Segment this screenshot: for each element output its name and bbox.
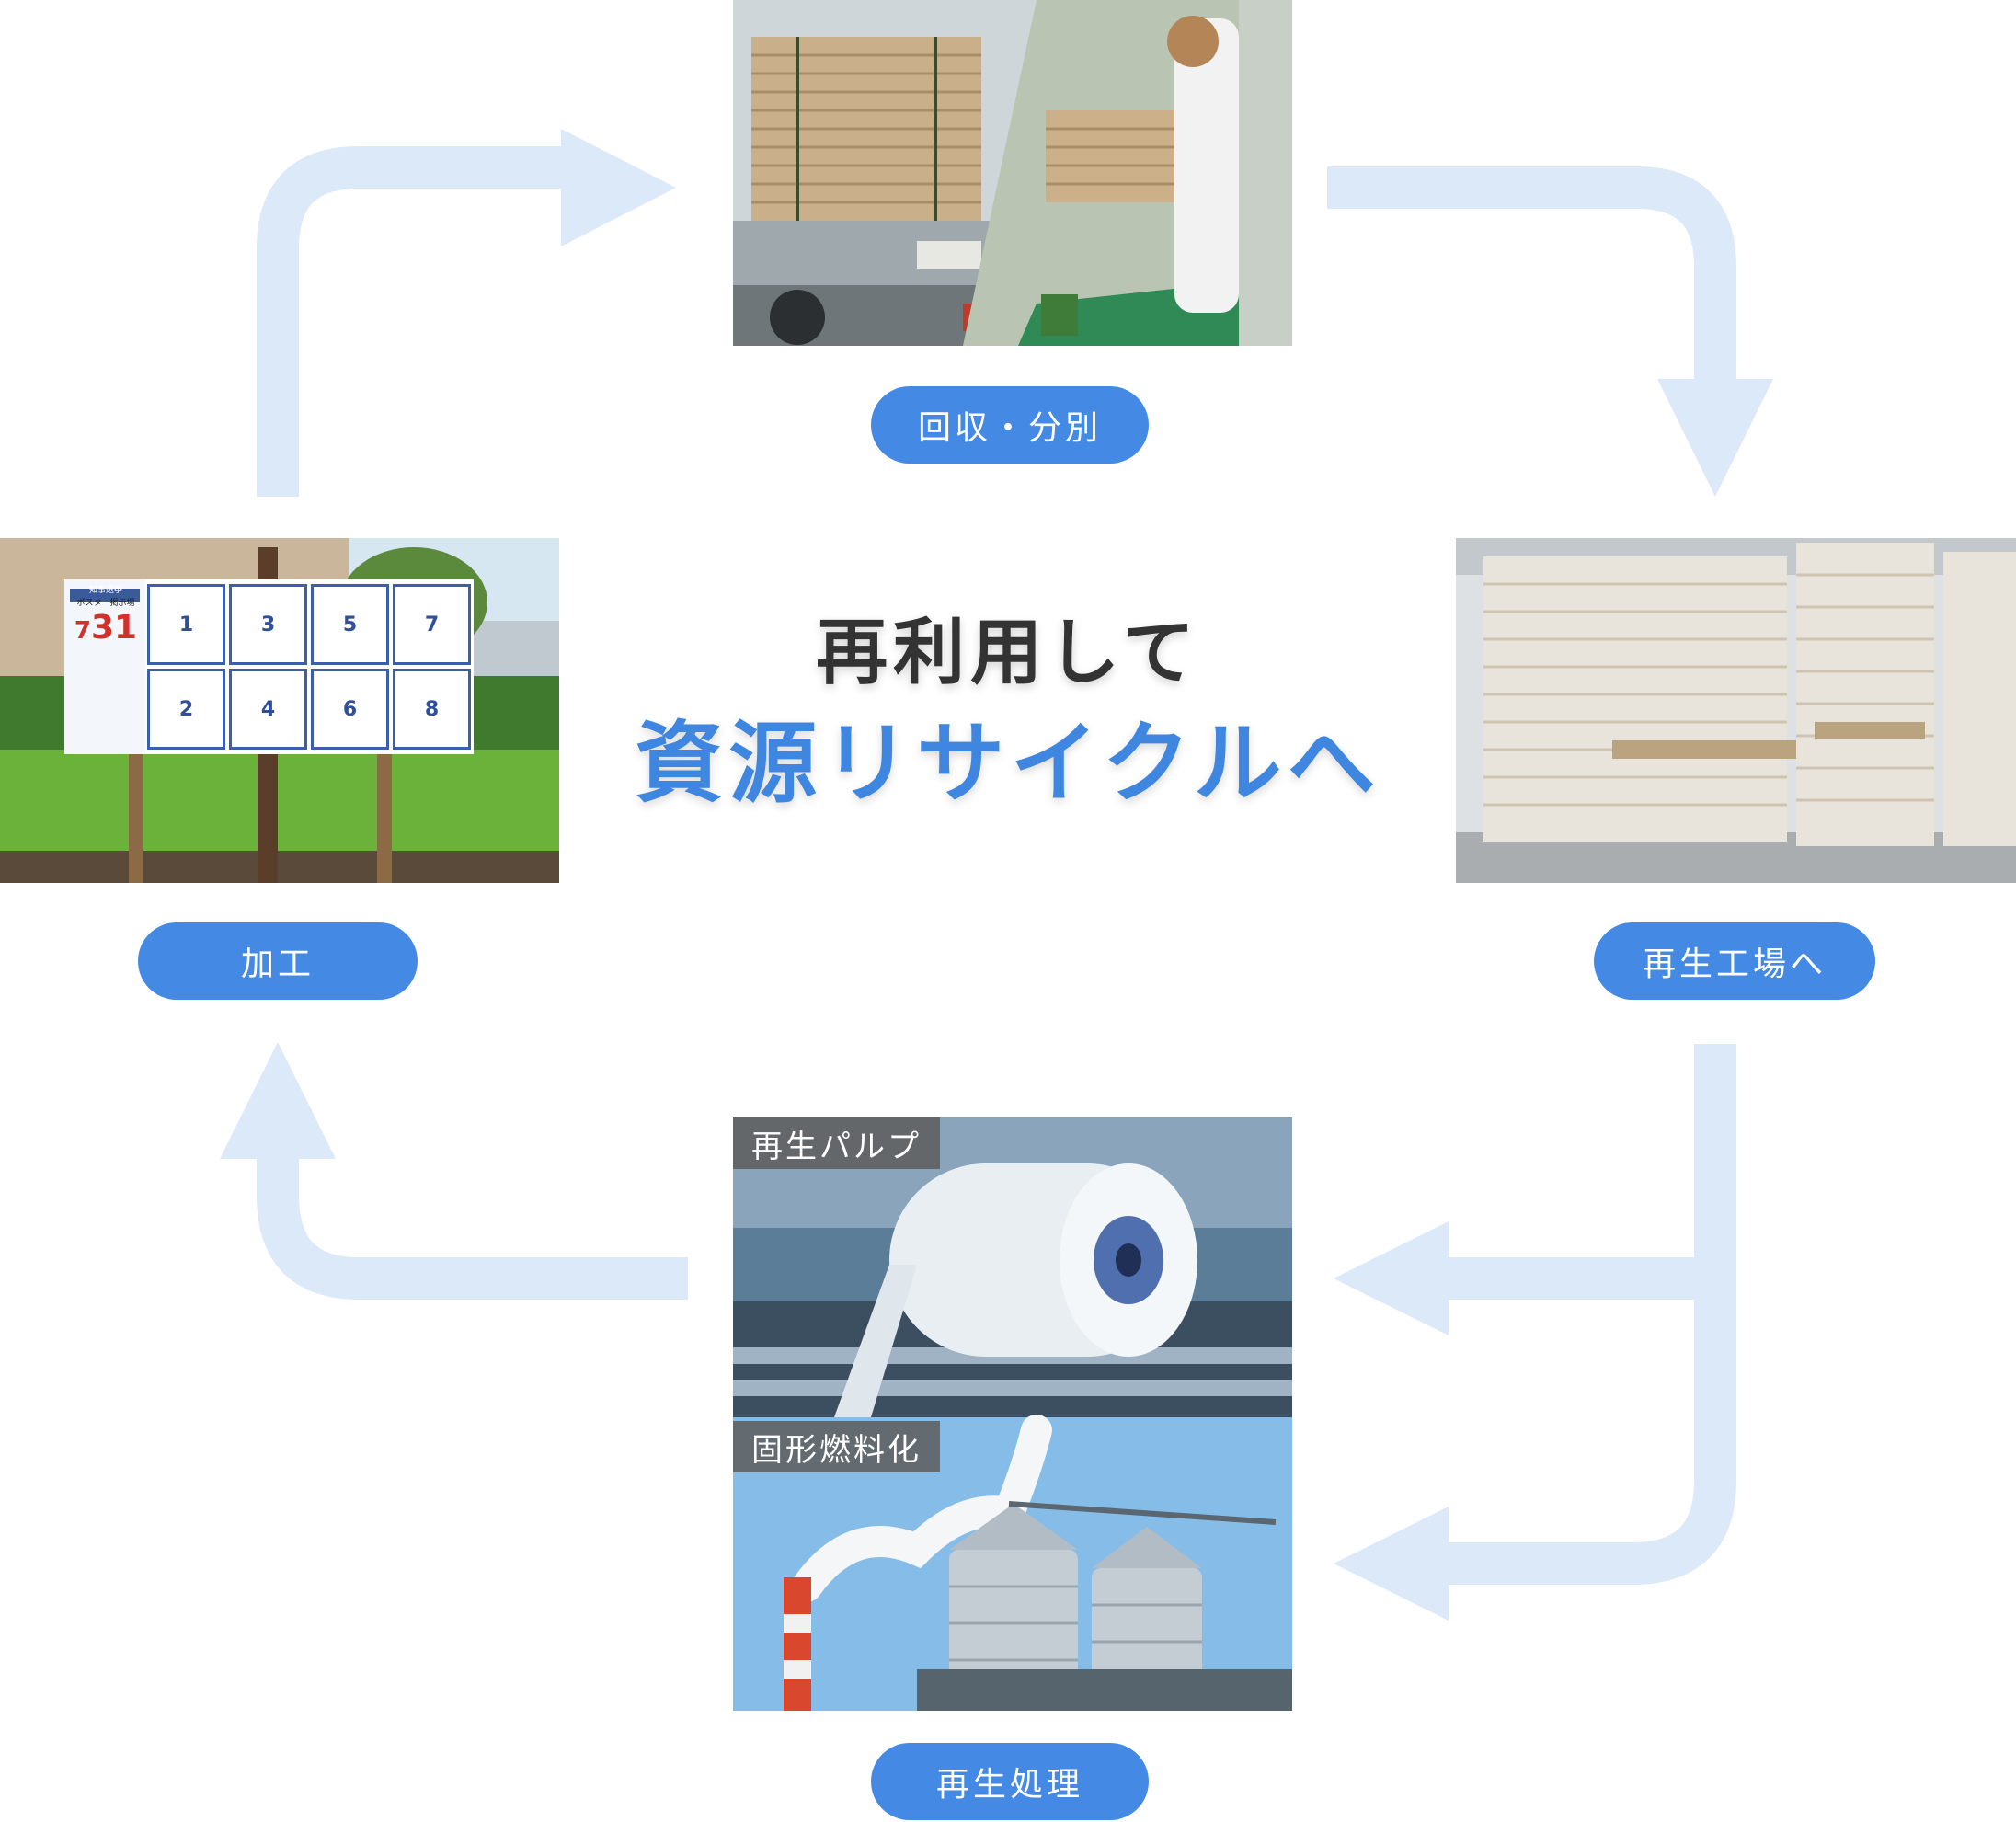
poster-date-day: 31 xyxy=(90,609,138,647)
arrowhead-right-top xyxy=(561,129,676,246)
step-collect-label: 回収・分別 xyxy=(871,386,1149,464)
arrowhead-up-left xyxy=(220,1042,336,1159)
poster-slot: 2 xyxy=(147,669,225,750)
poster-header-line2: ポスター掲示場 xyxy=(76,599,135,608)
step-process-label: 加工 xyxy=(138,922,418,1000)
poster-slot-grid: 1 3 5 7 2 4 6 8 xyxy=(147,584,471,750)
arrowhead-left-lower xyxy=(1334,1507,1449,1621)
step-factory-label: 再生工場へ xyxy=(1594,922,1875,1000)
photo-poster-board: 知事選挙 ポスター掲示場 731 1 3 5 7 2 4 6 8 xyxy=(0,538,559,883)
tag-recycled-pulp: 再生パルプ xyxy=(733,1117,940,1169)
poster-slot: 4 xyxy=(229,669,307,750)
tag-solid-fuel: 固形燃料化 xyxy=(733,1421,940,1472)
photo-collection xyxy=(733,0,1292,346)
arrow-recycle-to-process xyxy=(257,1140,688,1300)
arrowhead-down-right xyxy=(1657,379,1773,497)
poster-slot: 3 xyxy=(229,584,307,665)
photo-board-stacks xyxy=(1456,538,2016,883)
poster-slot: 5 xyxy=(311,584,389,665)
center-heading-line1: 再利用して xyxy=(816,612,1200,694)
poster-header: 知事選挙 ポスター掲示場 731 xyxy=(66,584,145,652)
arrow-process-to-collect xyxy=(257,146,570,497)
poster-slot: 1 xyxy=(147,584,225,665)
poster-slot: 7 xyxy=(393,584,471,665)
poster-slot: 6 xyxy=(311,669,389,750)
arrow-collect-to-factory xyxy=(1327,166,1736,395)
poster-header-line1: 知事選挙 xyxy=(88,586,122,595)
photo-recycle-processing xyxy=(733,1117,1292,1711)
center-heading-line2: 資源リサイクルへ xyxy=(635,712,1381,815)
arrowhead-left-upper xyxy=(1334,1221,1449,1335)
center-heading: 再利用して 資源リサイクルへ xyxy=(570,602,1446,823)
poster-date: 731 xyxy=(66,610,145,652)
poster-date-month: 7 xyxy=(74,617,91,645)
step-recycle-label: 再生処理 xyxy=(871,1743,1149,1820)
poster-slot: 8 xyxy=(393,669,471,750)
arrow-factory-to-recycle xyxy=(1444,1044,1736,1585)
